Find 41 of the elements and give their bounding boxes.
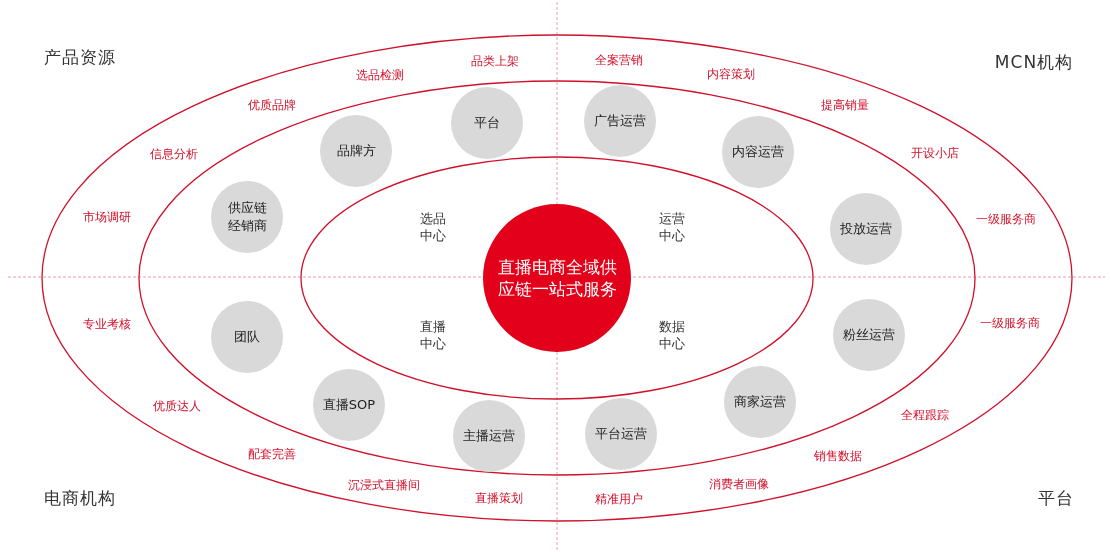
center-label: 直播中心 xyxy=(419,318,447,352)
circle-node: 广告运营 xyxy=(584,85,656,157)
center-label: 选品中心 xyxy=(419,210,447,244)
circle-node: 团队 xyxy=(211,301,283,373)
ring-label: 优质品牌 xyxy=(248,96,296,114)
ring-label: 销售数据 xyxy=(814,447,862,465)
ring-label: 市场调研 xyxy=(83,208,131,226)
ring-label: 消费者画像 xyxy=(709,475,769,493)
ring-label: 全程跟踪 xyxy=(901,406,949,424)
ring-label: 开设小店 xyxy=(911,144,959,162)
circle-node: 直播电商全域供应链一站式服务 xyxy=(483,204,631,352)
ring-label: 全案营销 xyxy=(595,51,643,69)
circle-node: 内容运营 xyxy=(722,116,794,188)
circle-node: 商家运营 xyxy=(724,366,796,438)
center-label: 运营中心 xyxy=(658,210,686,244)
circle-node: 粉丝运营 xyxy=(833,299,905,371)
ring-label: 精准用户 xyxy=(595,490,643,508)
ring-label: 直播策划 xyxy=(475,489,523,507)
center-label: 数据中心 xyxy=(658,318,686,352)
ring-label: 内容策划 xyxy=(707,65,755,83)
circle-node: 平台运营 xyxy=(585,398,657,470)
corner-title: 电商机构 xyxy=(44,486,116,510)
circle-node: 供应链经销商 xyxy=(211,181,283,253)
corner-title: 产品资源 xyxy=(44,45,116,69)
ring-label: 信息分析 xyxy=(150,145,198,163)
ring-label: 一级服务商 xyxy=(980,314,1040,332)
circle-node: 平台 xyxy=(451,87,523,159)
ring-label: 专业考核 xyxy=(83,315,131,333)
ring-label: 一级服务商 xyxy=(976,210,1036,228)
circle-node: 投放运营 xyxy=(830,193,902,265)
ring-label: 沉浸式直播间 xyxy=(348,476,420,494)
circle-node: 直播SOP xyxy=(313,369,385,441)
corner-title: MCN机构 xyxy=(994,50,1074,74)
circle-node: 主播运营 xyxy=(453,400,525,472)
ring-label: 提高销量 xyxy=(821,96,869,114)
circle-node: 品牌方 xyxy=(320,115,392,187)
ring-label: 配套完善 xyxy=(248,445,296,463)
corner-title: 平台 xyxy=(1038,486,1074,510)
ring-label: 优质达人 xyxy=(153,397,201,415)
ring-label: 品类上架 xyxy=(471,52,519,70)
ring-label: 选品检测 xyxy=(356,66,404,84)
